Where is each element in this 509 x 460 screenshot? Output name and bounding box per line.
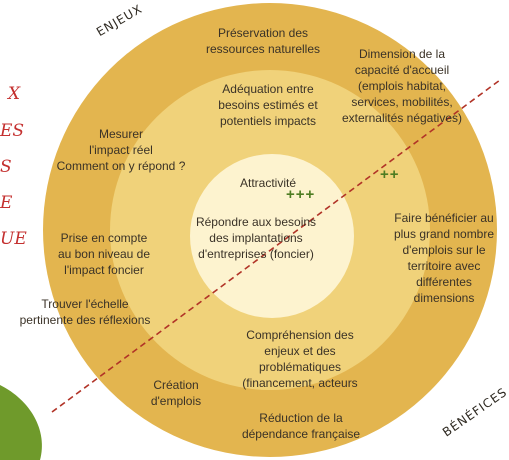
middle-intensity-marker: ++ [380,166,400,183]
inner-circle [190,154,354,318]
creation-label: Création d'emplois [150,378,202,408]
leaf-decoration [0,385,42,460]
echelle-label: Trouver l'échelle pertinente des réflexi… [19,297,151,327]
capacite-label: Dimension de la capacité d'accueil (empl… [341,47,463,125]
cutoff-text-4: E [0,193,13,213]
emplois-dimensions-label: Faire bénéficier au plus grand nombre d'… [393,211,495,305]
repondre-label: Répondre aux besoins des implantations d… [195,215,317,261]
attractivite-label: Attractivité [239,176,296,190]
inner-intensity-marker: +++ [286,186,316,203]
cutoff-text-2: ES [0,121,25,141]
cutoff-text-1: X [8,84,21,104]
comprehension-label: Compréhension des enjeux et des probléma… [242,328,358,390]
cutoff-text-3: S [0,157,12,177]
foncier-label: Prise en compte au bon niveau de l'impac… [57,231,151,277]
diagonal-divider [51,79,501,413]
reduction-label: Réduction de la dépendance française [241,411,361,441]
preservation-label: Préservation des ressources naturelles [205,26,321,56]
cutoff-text-5: UE [0,229,27,249]
mesurer-label: Mesurer l'impact réel Comment on y répon… [56,127,186,173]
adequation-label: Adéquation entre besoins estimés et pote… [218,82,318,128]
